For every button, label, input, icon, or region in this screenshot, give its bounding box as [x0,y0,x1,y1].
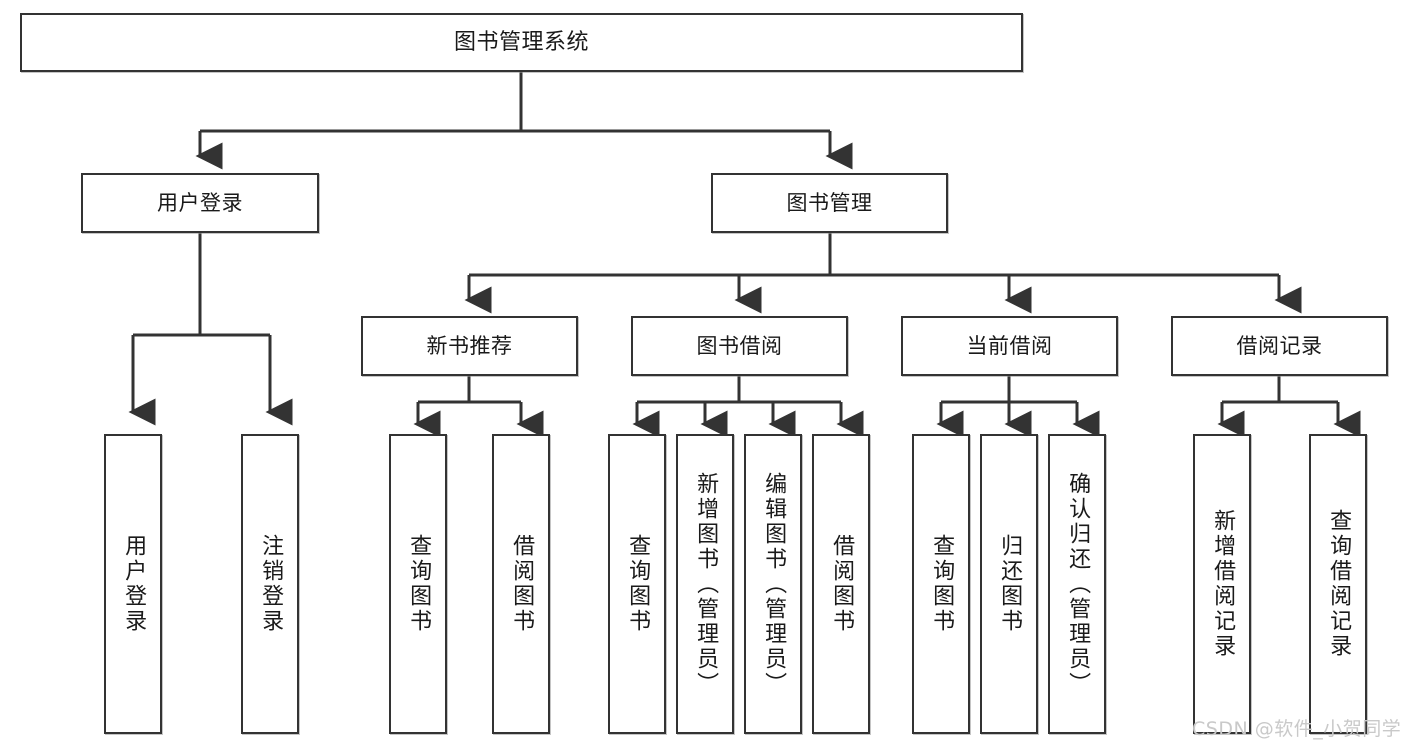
node-label: 图书管理 [786,190,873,215]
node-label: 借阅图书 [509,534,535,634]
leaf-new-book-query[interactable]: 查询图书 [389,434,447,734]
leaf-current-return-book[interactable]: 归还图书 [980,434,1038,734]
leaf-new-book-borrow[interactable]: 借阅图书 [492,434,550,734]
node-borrow-record[interactable]: 借阅记录 [1171,316,1388,376]
leaf-user-login[interactable]: 用户登录 [104,434,162,734]
leaf-current-confirm-return[interactable]: 确认归还（管理员） [1048,434,1106,734]
csdn-watermark: CSDN @软件_小贺同学 [1192,718,1402,740]
node-new-book-recommend[interactable]: 新书推荐 [361,316,578,376]
node-book-borrow[interactable]: 图书借阅 [631,316,848,376]
leaf-borrow-edit-book[interactable]: 编辑图书（管理员） [744,434,802,734]
leaf-borrow-borrow-book[interactable]: 借阅图书 [812,434,870,734]
node-label: 用户登录 [121,534,147,634]
leaf-borrow-add-book[interactable]: 新增图书（管理员） [676,434,734,734]
node-label: 确认归还（管理员） [1065,471,1091,697]
node-label: 查询图书 [929,534,955,634]
node-label: 借阅图书 [829,534,855,634]
node-label: 查询借阅记录 [1326,509,1352,659]
node-label: 新增图书（管理员） [693,471,719,697]
node-label: 借阅记录 [1236,333,1323,358]
leaf-record-query[interactable]: 查询借阅记录 [1309,434,1367,734]
node-label: 当前借阅 [966,333,1053,358]
node-label: 归还图书 [997,534,1023,634]
node-label: 查询图书 [625,534,651,634]
node-book-management-module[interactable]: 图书管理 [711,173,948,233]
node-label: 查询图书 [406,534,432,634]
leaf-current-query-book[interactable]: 查询图书 [912,434,970,734]
node-label: 用户登录 [157,190,243,215]
node-label: 注销登录 [258,534,284,634]
node-root-system[interactable]: 图书管理系统 [20,13,1023,72]
leaf-borrow-query-book[interactable]: 查询图书 [608,434,666,734]
leaf-user-logout[interactable]: 注销登录 [241,434,299,734]
leaf-record-add[interactable]: 新增借阅记录 [1193,434,1251,734]
node-label: 编辑图书（管理员） [761,471,787,697]
node-label: 新书推荐 [426,333,513,358]
node-current-borrow[interactable]: 当前借阅 [901,316,1118,376]
node-label: 图书借阅 [696,333,783,358]
node-label: 图书管理系统 [453,29,589,55]
node-user-login-module[interactable]: 用户登录 [81,173,319,233]
node-label: 新增借阅记录 [1210,509,1236,659]
